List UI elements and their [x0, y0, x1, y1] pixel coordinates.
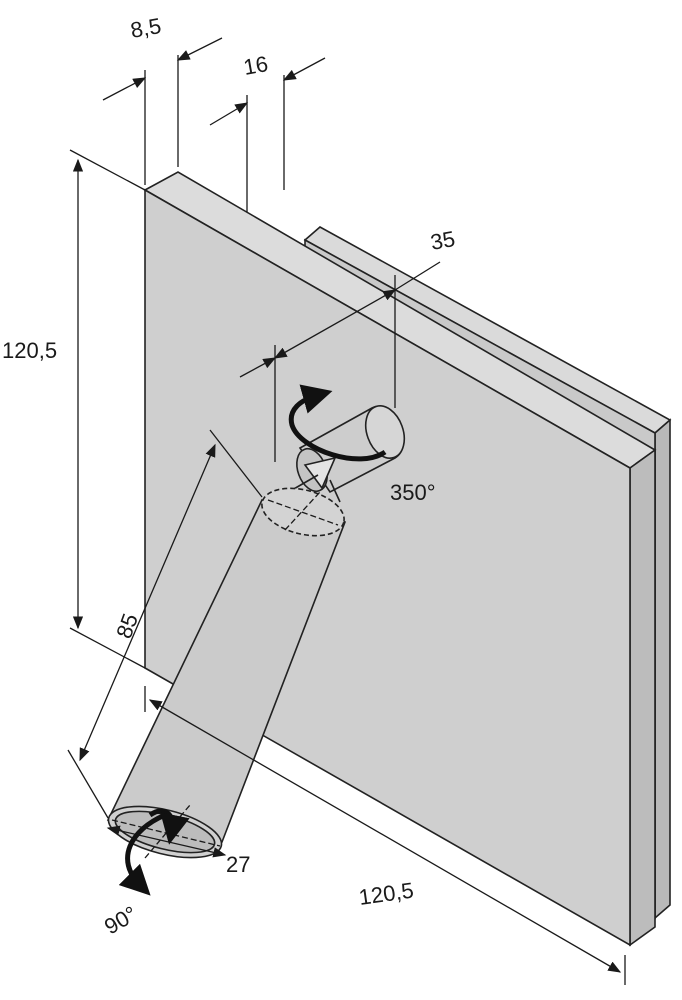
rotation-tube-label: 90°: [100, 901, 141, 939]
rotation-swivel-label: 350°: [390, 480, 436, 505]
rotation-arrow-350: [288, 384, 387, 462]
dim-width: 120,5: [357, 878, 415, 910]
dim-arm-length: 85: [111, 610, 143, 642]
dim-height: 120,5: [2, 338, 57, 363]
dim-swivel-offset: 35: [429, 226, 457, 255]
swivel-joint: [291, 405, 406, 503]
rotation-arrow-90: [118, 808, 190, 896]
dimension-lines: [67, 37, 626, 985]
dim-plate-thickness: 8,5: [129, 13, 163, 43]
dim-tube-diameter: 27: [226, 852, 250, 877]
dim-base-depth: 16: [242, 51, 270, 80]
